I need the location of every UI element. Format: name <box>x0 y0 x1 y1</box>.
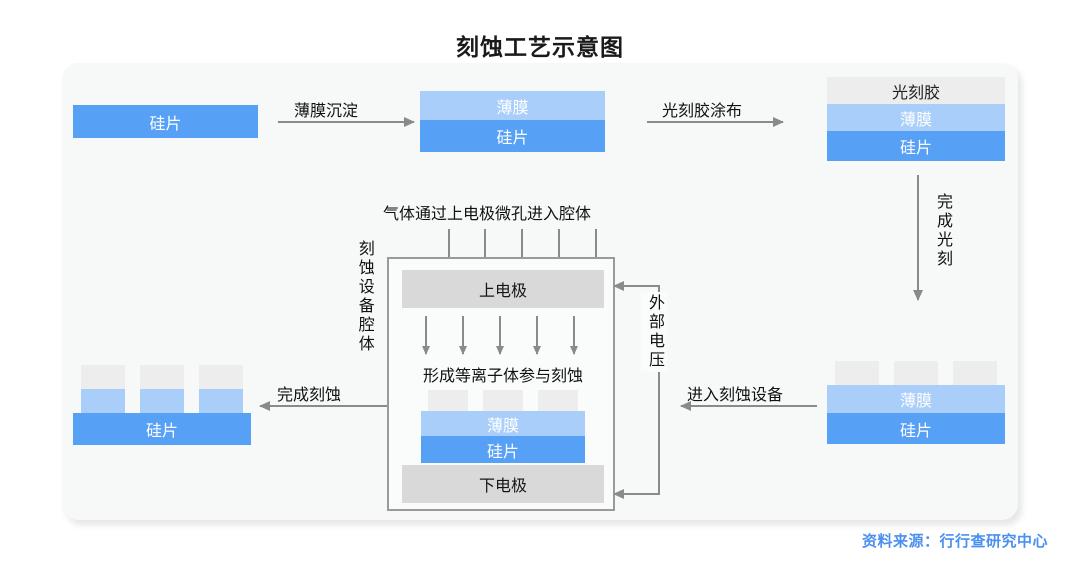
step-4-resist-patterned: 薄膜 硅片 <box>827 361 1005 444</box>
external-voltage-rail <box>658 285 660 495</box>
layer-film-step4: 薄膜 <box>827 385 1005 413</box>
arrow-label-deposition: 薄膜沉淀 <box>294 103 359 120</box>
step-5-wafer-in-chamber: 薄膜 硅片 <box>421 390 585 463</box>
arrow-deposition <box>278 117 415 127</box>
film-block <box>199 389 244 413</box>
resist-block <box>953 361 998 385</box>
layer-wafer-step1: 硅片 <box>73 105 258 138</box>
arrow-etch-done <box>259 401 396 411</box>
layer-wafer-step6: 硅片 <box>73 413 251 445</box>
etch-chamber: 上电极 形成等离子体参与刻蚀 薄膜 硅片 下电极 <box>387 257 615 511</box>
plasma-label: 形成等离子体参与刻蚀 <box>422 368 583 385</box>
upper-electrode: 上电极 <box>402 270 604 308</box>
etched-pillar <box>199 365 244 413</box>
arrow-enter-etcher <box>680 401 817 411</box>
layer-wafer-step3: 硅片 <box>827 131 1005 161</box>
gas-inlet-label: 气体通过上电极微孔进入腔体 <box>383 206 592 223</box>
arrow-label-litho-done: 完成光刻 <box>934 193 951 269</box>
resist-pattern-row-step4 <box>827 361 1005 385</box>
step-1-bare-wafer: 硅片 <box>73 105 258 138</box>
resist-block <box>834 361 879 385</box>
resist-block <box>139 365 184 389</box>
step-3-resist-coated: 光刻胶 薄膜 硅片 <box>827 77 1005 161</box>
etched-pillar <box>80 365 125 413</box>
plasma-arrow <box>569 316 578 355</box>
plasma-arrow <box>421 316 430 355</box>
resist-block <box>199 365 244 389</box>
external-voltage-arrowhead-top <box>613 281 624 291</box>
external-voltage-arrowhead-bottom <box>613 489 624 499</box>
resist-block <box>482 390 523 411</box>
layer-film-step5: 薄膜 <box>421 411 585 436</box>
plasma-arrow <box>495 316 504 355</box>
external-voltage-lead-top <box>616 285 660 287</box>
film-block <box>139 389 184 413</box>
layer-resist-step3: 光刻胶 <box>827 77 1005 104</box>
chamber-label: 刻蚀设备腔体 <box>355 240 373 354</box>
arrow-label-resist-coating: 光刻胶涂布 <box>662 103 743 120</box>
arrow-litho-done <box>913 175 923 301</box>
resist-block <box>428 390 469 411</box>
layer-wafer-step4: 硅片 <box>827 413 1005 444</box>
layer-film-step3: 薄膜 <box>827 104 1005 131</box>
plasma-arrow <box>458 316 467 355</box>
step-6-etched-wafer: 硅片 <box>73 365 251 445</box>
arrow-label-enter-etcher: 进入刻蚀设备 <box>687 387 784 404</box>
etched-pillar <box>139 365 184 413</box>
resist-block <box>80 365 125 389</box>
resist-pattern-row-step5 <box>421 390 585 411</box>
resist-block <box>893 361 938 385</box>
external-voltage-lead-bottom <box>616 493 660 495</box>
arrow-label-etch-done: 完成刻蚀 <box>277 387 342 404</box>
source-attribution: 资料来源：行行查研究中心 <box>861 533 1048 550</box>
layer-film-step2: 薄膜 <box>420 91 605 120</box>
layer-wafer-step5: 硅片 <box>421 436 585 463</box>
page-title: 刻蚀工艺示意图 <box>456 34 624 60</box>
layer-wafer-step2: 硅片 <box>420 120 605 152</box>
lower-electrode: 下电极 <box>402 465 604 503</box>
film-block <box>80 389 125 413</box>
plasma-arrow <box>532 316 541 355</box>
etched-pattern-row-step6 <box>73 365 251 413</box>
step-2-film-deposited: 薄膜 硅片 <box>420 91 605 152</box>
resist-block <box>537 390 578 411</box>
external-voltage-label: 外部电压 <box>641 292 667 372</box>
arrow-resist-coating <box>647 117 784 127</box>
